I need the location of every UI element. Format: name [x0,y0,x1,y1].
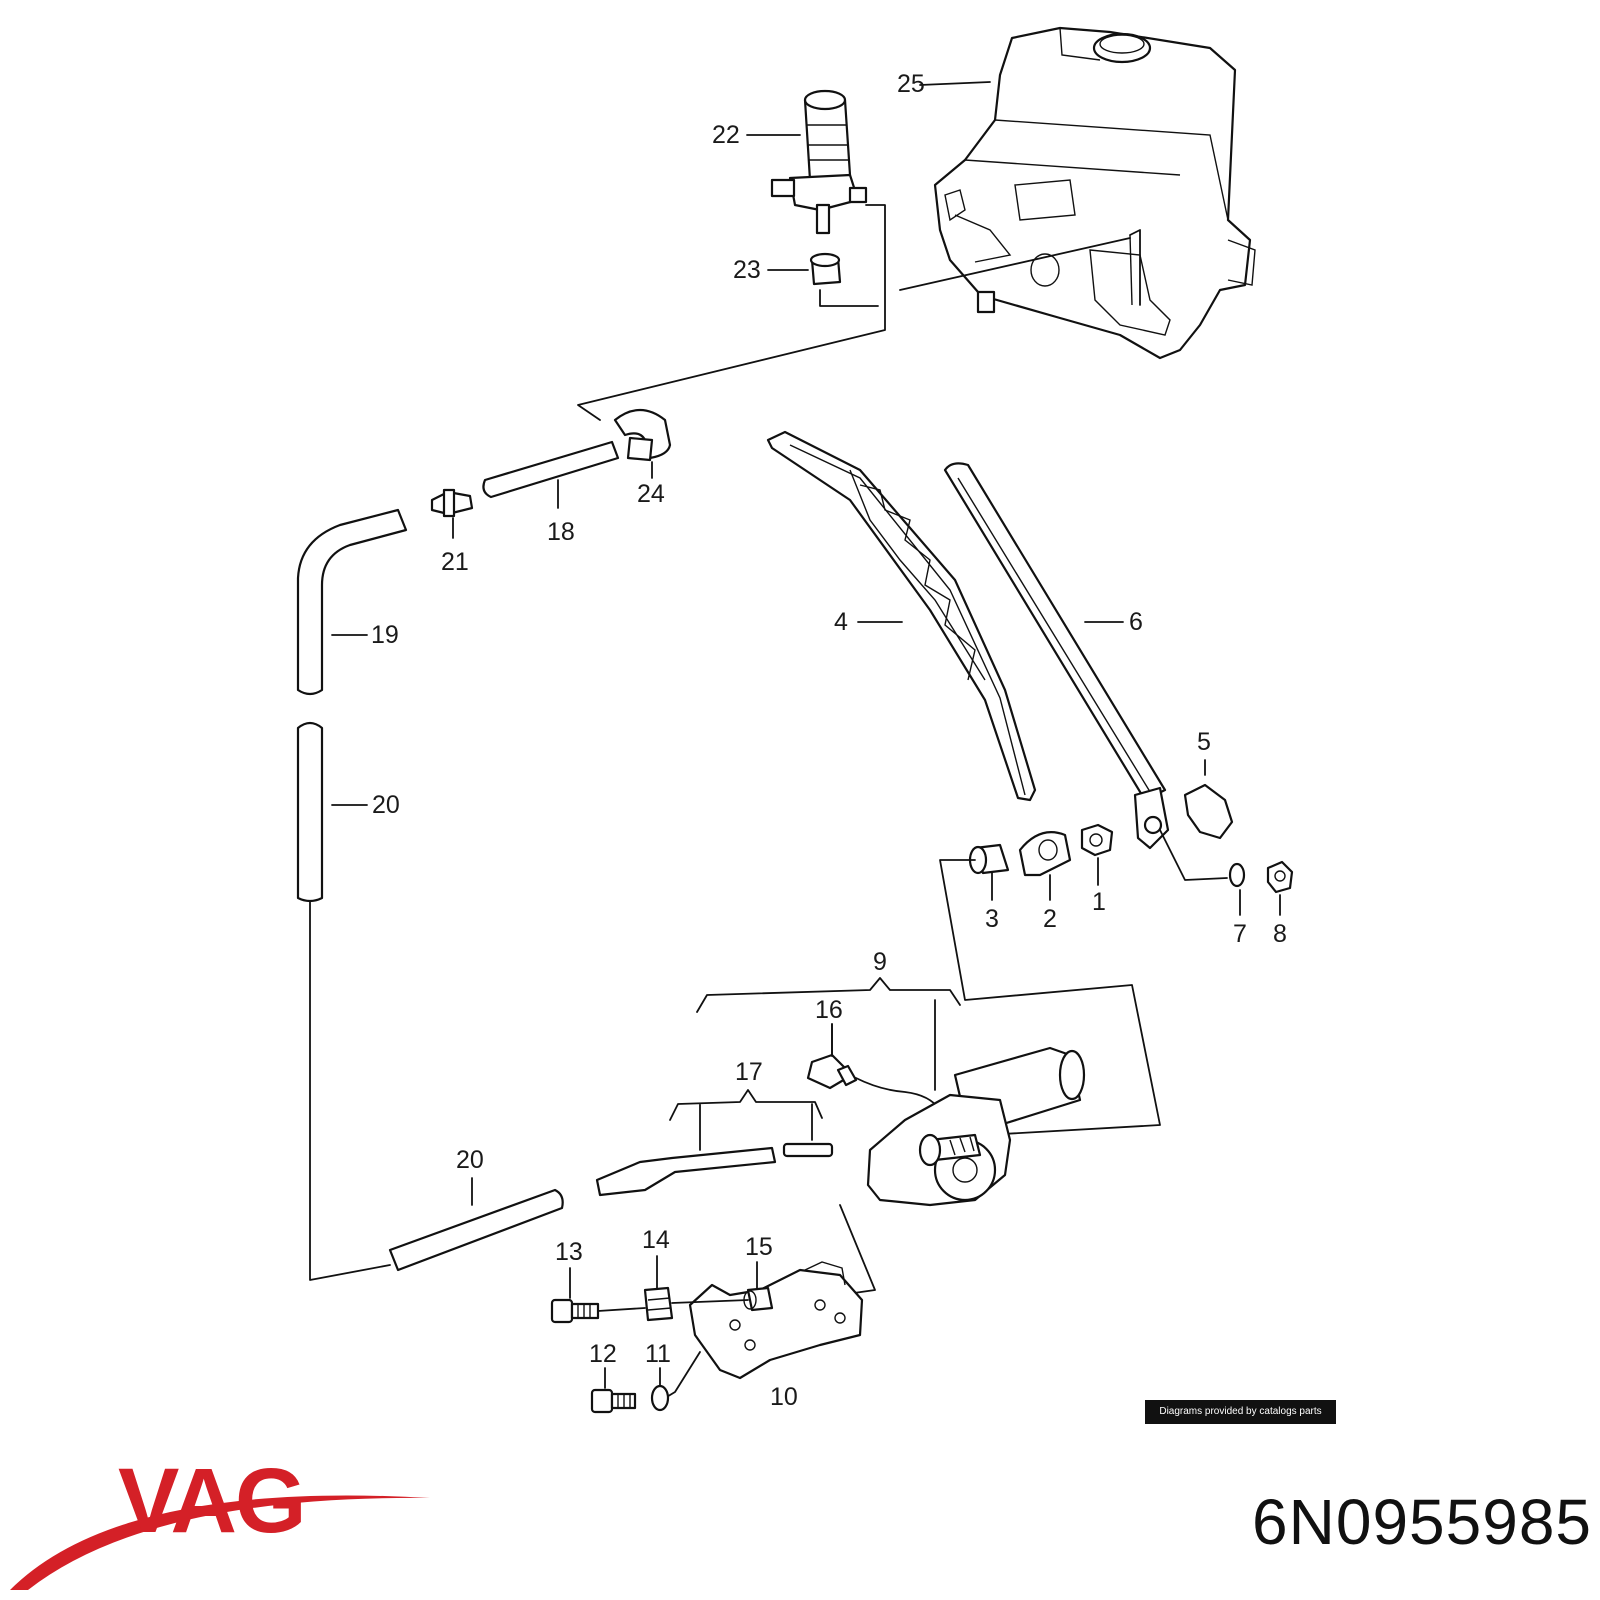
logo-swoosh [10,1495,430,1590]
part-7-washer [1228,862,1246,888]
part-19-bent-hose [296,508,408,696]
callout-3: 3 [985,905,999,933]
callout-20-lower: 20 [456,1146,484,1174]
leader-13-14-15 [569,1255,758,1299]
part-25-connector [430,488,474,518]
leader-lines [331,81,1281,1351]
vag-logo: VAG [10,1450,430,1590]
callout-8: 8 [1273,920,1287,948]
bracket-17 [669,1089,823,1151]
callout-13: 13 [555,1238,583,1266]
callout-25: 21 [441,548,469,576]
hose-route-line-vertical [309,901,391,1281]
part-4-wiper-arm [766,430,1037,802]
callout-16: 16 [815,996,843,1024]
part-20-hose-lower [388,1188,564,1272]
leader-12-11 [604,1367,661,1389]
diagram-credit-badge: Diagrams provided by catalogs parts [1145,1400,1336,1424]
callout-17: 17 [735,1058,763,1086]
part-8-nut [1266,860,1294,894]
callout-9: 9 [873,948,887,976]
part-6-wiper-blade [943,462,1170,850]
part-16-plug [806,1023,941,1111]
part-20-hose-upper [296,721,324,903]
callout-labels: 25 22 23 24 18 21 19 20 4 6 5 3 2 1 7 8 … [371,70,1287,1411]
part-9-wiper-motor [866,1046,1086,1207]
callout-12: 12 [589,1340,617,1368]
callout-2: 2 [1043,905,1057,933]
part-12-bolt [590,1388,637,1414]
logo-wordmark: VAG [118,1450,305,1552]
part-number: 6N0955985 [1252,1486,1592,1558]
bracket-9 [696,977,961,1091]
part-11-washer [650,1384,670,1412]
callout-15: 15 [745,1233,773,1261]
callout-5: 5 [1197,728,1211,756]
callout-24: 25 [897,70,925,98]
part-22-grommet [809,252,842,286]
callout-1: 1 [1092,888,1106,916]
callout-11: 11 [645,1340,671,1368]
hose-route-line [577,204,1131,421]
assembly-route-line [939,829,1228,1136]
callout-18: 18 [547,518,575,546]
part-5-clip [1183,783,1234,840]
callout-7: 7 [1233,920,1247,948]
part-14-bushing [643,1286,674,1322]
callout-4: 4 [834,608,848,636]
part-24-reservoir [933,26,1256,360]
part-21-washer-pump [770,89,868,235]
part-13-bolt [550,1298,600,1324]
part-10-mounting-bracket [688,1261,864,1380]
part-18-hose [482,440,620,499]
part-17-linkage [595,1142,834,1197]
callout-6: 6 [1129,608,1143,636]
part-1-nut [1080,823,1114,857]
callout-19: 19 [371,621,399,649]
part-3-bushing [968,843,1010,875]
part-2-cap [1018,831,1072,877]
callout-23: 24 [637,480,665,508]
part-23-elbow [613,408,672,462]
callout-21: 22 [712,121,740,149]
callout-20-upper: 20 [372,791,400,819]
callout-14: 14 [642,1226,670,1254]
callout-10: 10 [770,1383,798,1411]
part-15-grommet [743,1286,774,1312]
callout-22: 23 [733,256,761,284]
